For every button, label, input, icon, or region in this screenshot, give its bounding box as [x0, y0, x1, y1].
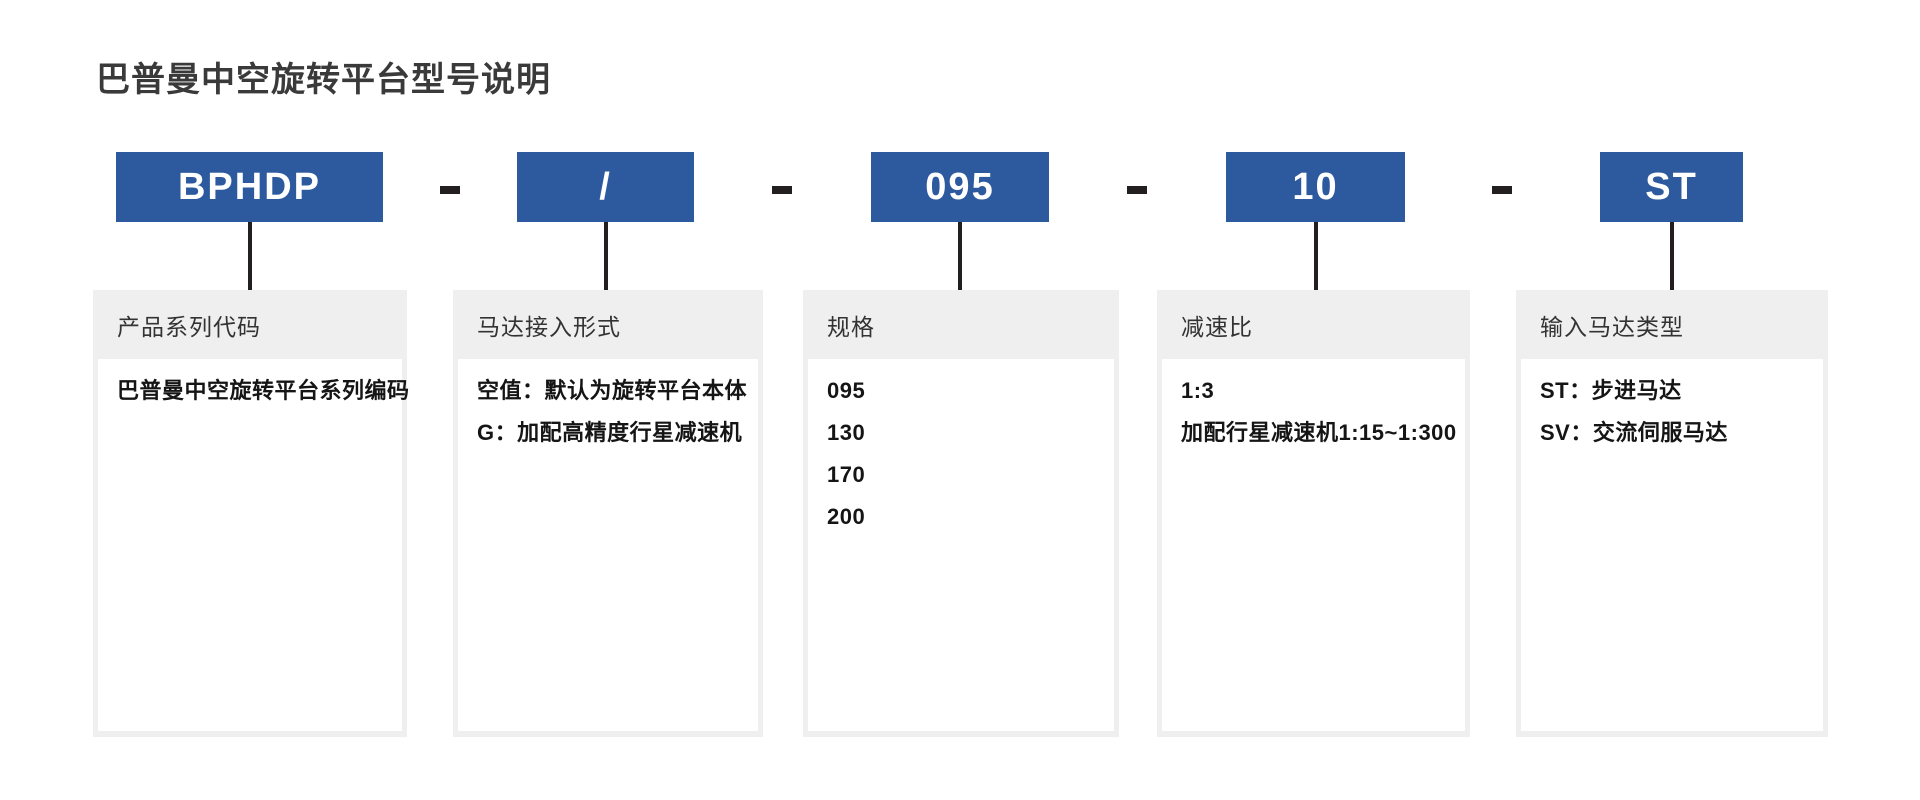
code-box-motor-form: / [517, 152, 694, 222]
connector-line [958, 222, 962, 290]
card-body: 空值：默认为旋转平台本体 G：加配高精度行星减速机 [458, 359, 758, 731]
separator-dash [1127, 186, 1147, 194]
connector-line [1670, 222, 1674, 290]
connector-line [248, 222, 252, 290]
code-box-ratio: 10 [1226, 152, 1405, 222]
card-line: 加配行星减速机1:15~1:300 [1181, 420, 1457, 445]
card-line: G：加配高精度行星减速机 [477, 420, 743, 445]
connector-line [1314, 222, 1318, 290]
card-header: 规格 [827, 313, 875, 340]
card-line: 巴普曼中空旋转平台系列编码 [117, 378, 410, 403]
card-ratio: 减速比 1:3 加配行星减速机1:15~1:300 [1157, 290, 1470, 737]
card-header: 马达接入形式 [477, 313, 621, 340]
card-body: 巴普曼中空旋转平台系列编码 [98, 359, 410, 731]
page-title: 巴普曼中空旋转平台型号说明 [96, 61, 551, 99]
code-box-series: BPHDP [116, 152, 383, 222]
separator-dash [1492, 186, 1512, 194]
card-line: SV：交流伺服马达 [1540, 420, 1728, 445]
card-line: 095 [827, 378, 866, 403]
separator-dash [440, 186, 460, 194]
card-header: 输入马达类型 [1540, 313, 1684, 340]
card-line: 1:3 [1181, 378, 1215, 403]
card-motor-form: 马达接入形式 空值：默认为旋转平台本体 G：加配高精度行星减速机 [453, 290, 763, 737]
card-line: 空值：默认为旋转平台本体 [477, 378, 748, 403]
card-series-code: 产品系列代码 巴普曼中空旋转平台系列编码 [93, 290, 410, 737]
card-line: 130 [827, 420, 866, 445]
card-line: 200 [827, 504, 866, 529]
card-body: 095 130 170 200 [808, 359, 1114, 731]
card-body: ST：步进马达 SV：交流伺服马达 [1521, 359, 1823, 731]
card-header: 产品系列代码 [117, 313, 261, 340]
code-box-motor-type: ST [1600, 152, 1743, 222]
card-size: 规格 095 130 170 200 [803, 290, 1119, 737]
separator-dash [772, 186, 792, 194]
card-motor-type: 输入马达类型 ST：步进马达 SV：交流伺服马达 [1516, 290, 1828, 737]
code-box-size: 095 [871, 152, 1049, 222]
card-header: 减速比 [1181, 313, 1253, 340]
card-line: 170 [827, 462, 866, 487]
card-body: 1:3 加配行星减速机1:15~1:300 [1162, 359, 1465, 731]
connector-line [604, 222, 608, 290]
card-line: ST：步进马达 [1540, 378, 1682, 403]
